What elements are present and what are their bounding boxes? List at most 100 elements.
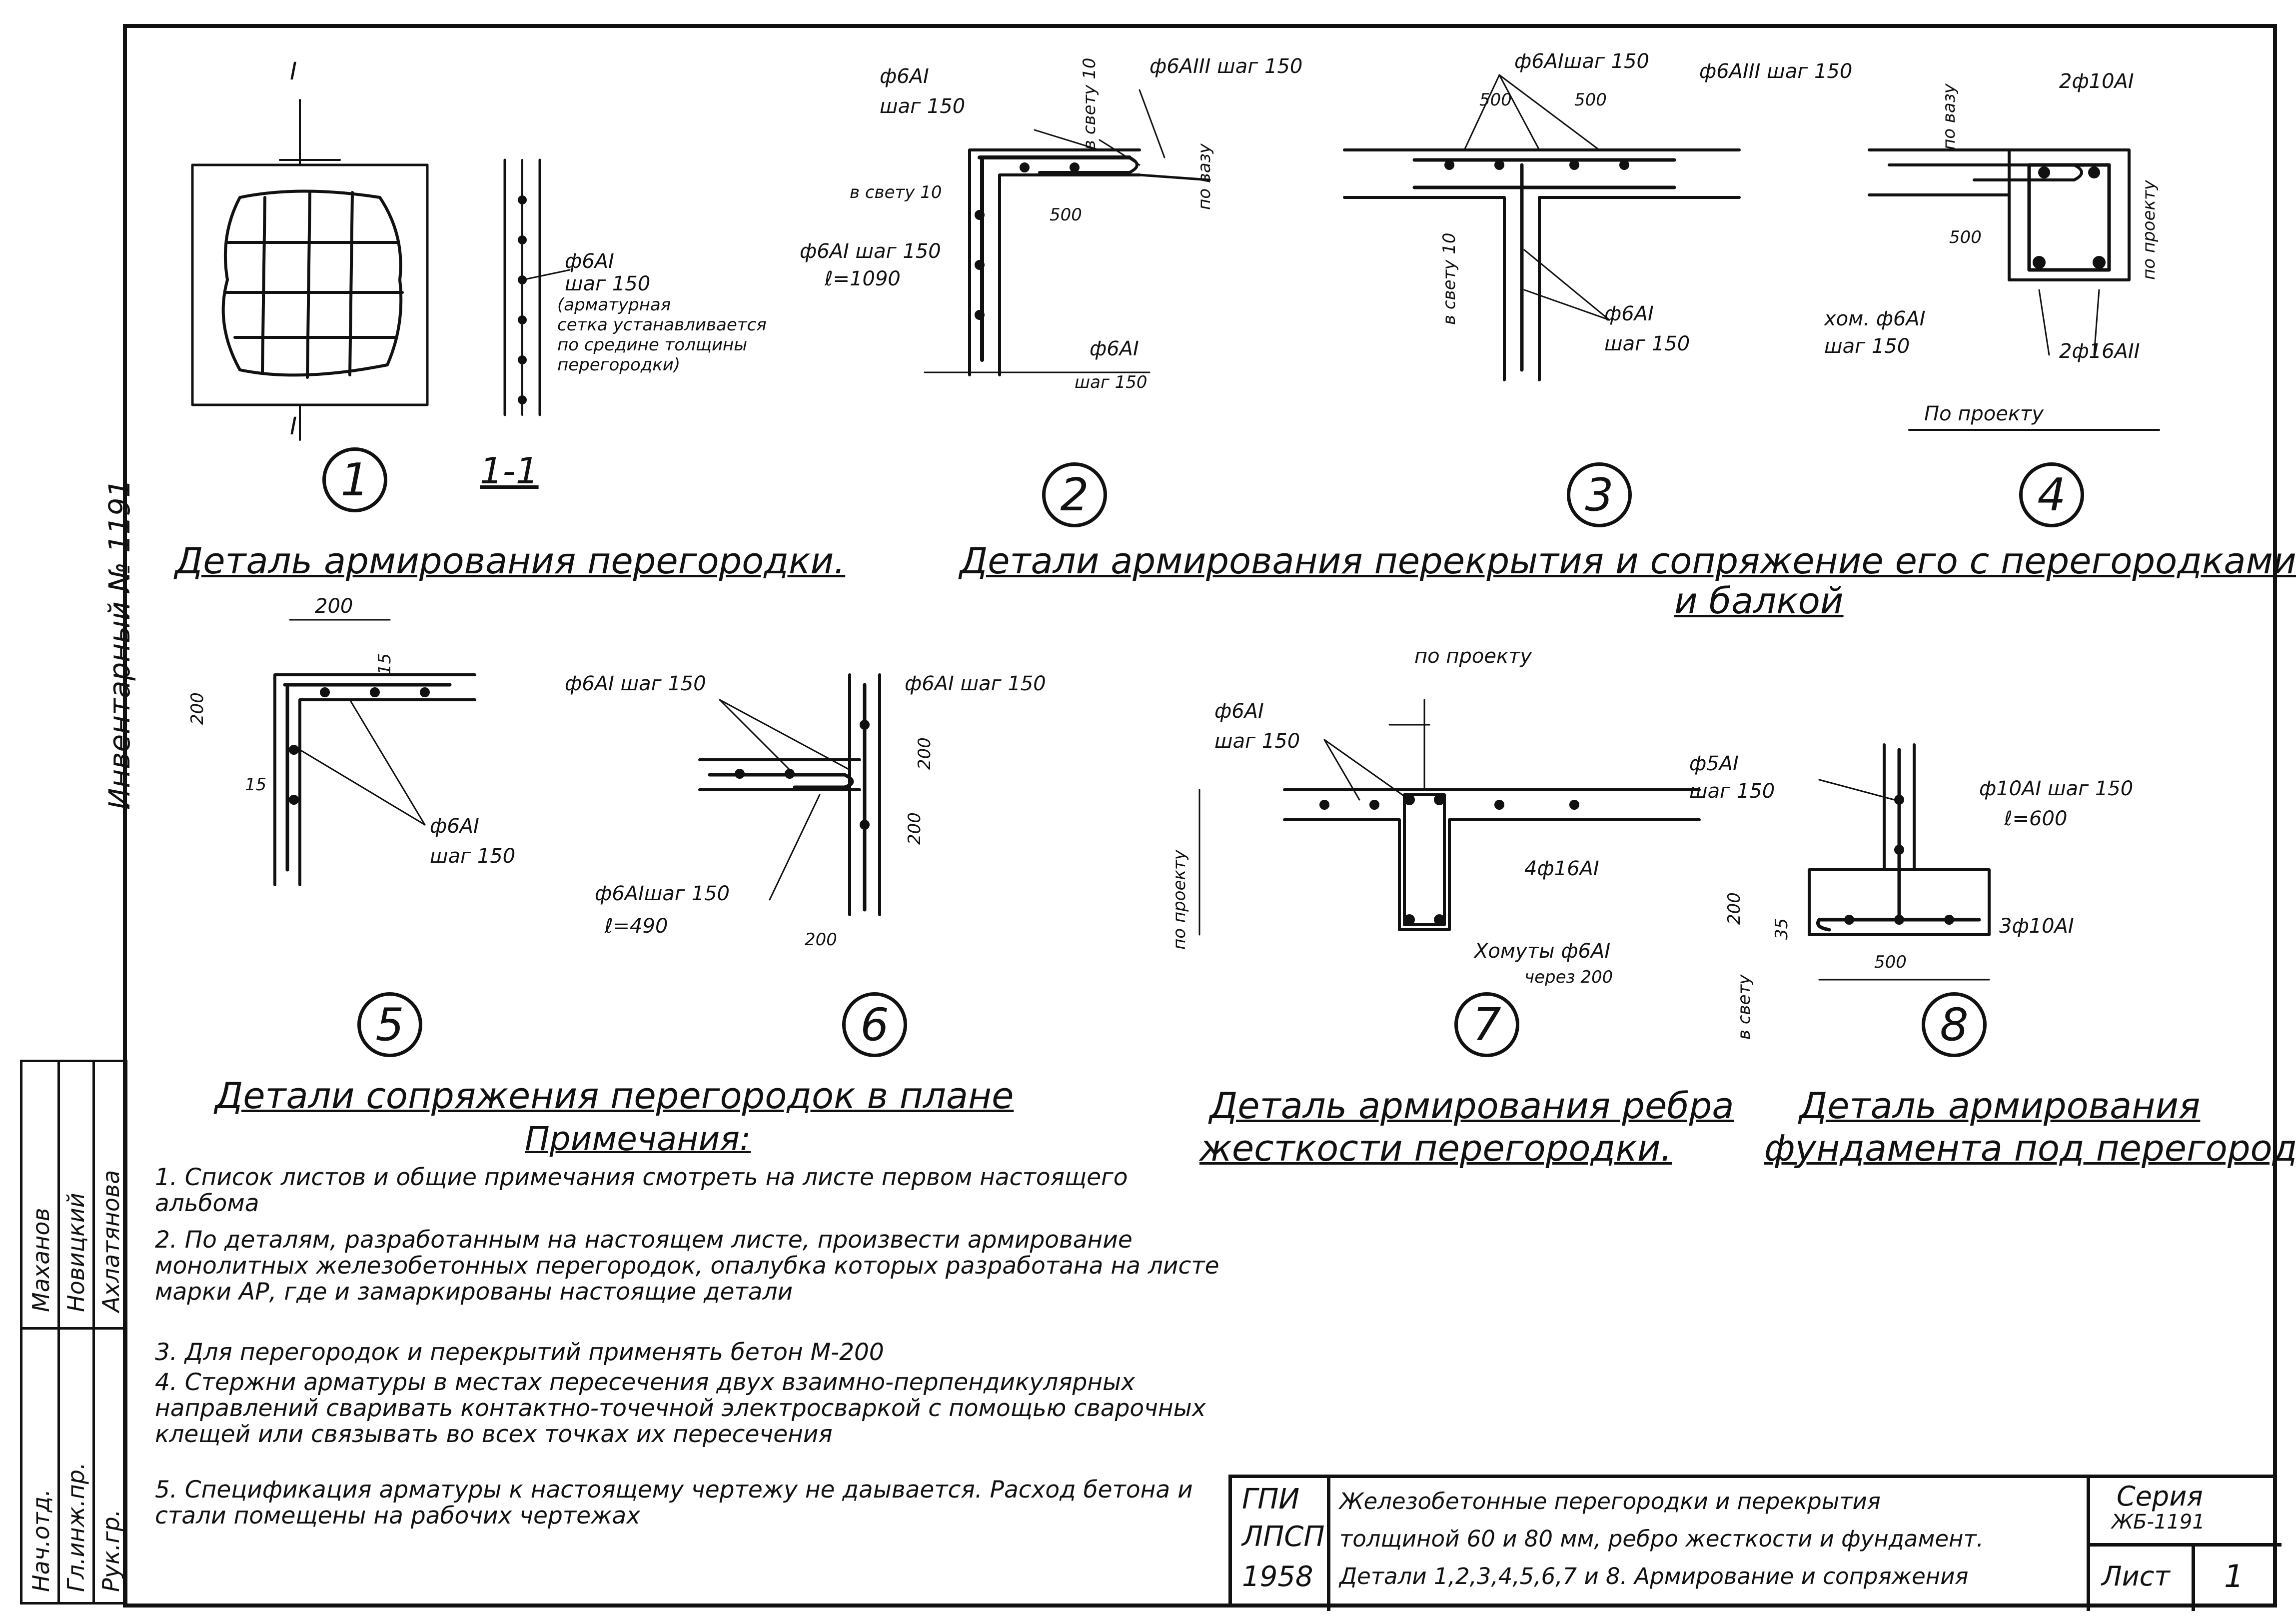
- drawing-frame: [123, 24, 2277, 1608]
- detail-8-label-9: 500: [1874, 952, 1907, 972]
- detail-4-label-4: 500: [1949, 227, 1982, 247]
- detail-8-label-5: 200: [1724, 892, 1744, 925]
- detail-5-label-3: 200: [187, 692, 207, 725]
- detail-2-label-10: в свету 10: [1080, 57, 1100, 150]
- detail-6-label-7: 200: [805, 930, 837, 950]
- detail-2-drawing: [924, 89, 1211, 376]
- detail-8-label-3: ф10АI шаг 150: [1979, 777, 2134, 800]
- note-1: 1. Список листов и общие примечания смот…: [155, 1164, 1128, 1217]
- signature-block: Нач.отд. Гл.инж.пр. Рук.гр. Маханов Нови…: [20, 1060, 127, 1605]
- detail-5-label-2: 15: [375, 653, 395, 675]
- detail-2-label-9: ф6АIII шаг 150: [1149, 55, 1303, 78]
- detail-2-label-8: шаг 150: [1075, 372, 1148, 392]
- detail-1-rebar-label: ф6АI: [565, 250, 614, 273]
- detail-3-label-6: ф6АI: [1604, 302, 1654, 325]
- detail-3-label-4: ф6АIII шаг 150: [1699, 60, 1853, 83]
- detail-7-label-6: Хомуты ф6АI: [1474, 940, 1611, 963]
- detail-4-label-2: по вазу: [1939, 83, 1959, 150]
- detail-4-label-3: по проекту: [2139, 180, 2159, 280]
- detail-3-label-2: 500: [1479, 90, 1512, 110]
- detail-2-label-1: ф6АI: [880, 65, 929, 88]
- detail-7-caption-line1: Деталь армирования ребра: [1209, 1085, 1734, 1127]
- detail-6-label-5: ф6АIшаг 150: [595, 882, 730, 905]
- org-line-1: ГПИ: [1242, 1483, 1300, 1516]
- notes-title: Примечания:: [525, 1120, 751, 1158]
- details-2-4-caption: Детали армирования перекрытия и сопряжен…: [960, 540, 2296, 582]
- detail-8-label-7: в свету: [1734, 974, 1754, 1040]
- detail-3-label-7: шаг 150: [1604, 332, 1690, 355]
- detail-2-label-11: по вазу: [1194, 143, 1214, 210]
- detail-4-label-5: хом. ф6АI: [1824, 307, 1926, 330]
- detail-5-number: 5: [357, 992, 422, 1057]
- detail-1-mesh-note-2: сетка устанавливается: [557, 315, 767, 335]
- details-2-4-caption-line2: и балкой: [1674, 580, 1844, 622]
- series-label: Серия: [2117, 1481, 2203, 1512]
- detail-2-label-6: ℓ=1090: [825, 267, 901, 290]
- series-value: ЖБ-1191: [2112, 1511, 2205, 1534]
- detail-3-label-1: ф6АIшаг 150: [1514, 50, 1649, 73]
- detail-2-label-4: 500: [1050, 205, 1082, 225]
- detail-8-label-2: шаг 150: [1689, 780, 1775, 803]
- note-2: 2. По деталям, разработанным на настояще…: [155, 1226, 1219, 1306]
- detail-5-label-6: шаг 150: [430, 845, 516, 868]
- detail-4-label-6: шаг 150: [1824, 335, 1910, 358]
- detail-1-elevation: [191, 99, 429, 441]
- detail-7-drawing: [1198, 699, 1701, 936]
- detail-5-label-4: 15: [245, 775, 267, 795]
- detail-6-label-2: ф6АI шаг 150: [905, 672, 1046, 695]
- note-4: 4. Стержни арматуры в местах пересечения…: [155, 1369, 1206, 1448]
- detail-2-label-2: шаг 150: [880, 95, 966, 118]
- detail-3-drawing: [1343, 74, 1741, 381]
- detail-4-label-1: 2ф10АI: [2059, 70, 2134, 93]
- detail-7-label-2: ф6АI: [1214, 700, 1264, 723]
- detail-3-label-5: в свету 10: [1439, 232, 1459, 325]
- title-block: ГПИ ЛПСП 1958 Железобетонные перегородки…: [1228, 1475, 2282, 1611]
- org-line-2: ЛПСП: [1242, 1521, 1325, 1553]
- detail-8-caption-line2: фундамента под перегородки.: [1764, 1127, 2296, 1169]
- detail-1-number: 1: [322, 447, 387, 512]
- detail-6-label-4: 200: [905, 812, 925, 845]
- detail-8-label-4: ℓ=600: [2004, 807, 2068, 830]
- detail-7-label-3: шаг 150: [1214, 730, 1300, 753]
- detail-2-number: 2: [1042, 462, 1107, 527]
- detail-3-number: 3: [1567, 462, 1632, 527]
- detail-7-number: 7: [1454, 992, 1519, 1057]
- cut-label-bottom: I: [290, 412, 297, 440]
- detail-8-drawing: [1808, 743, 1991, 981]
- detail-8-number: 8: [1922, 992, 1987, 1057]
- detail-8-caption-line1: Деталь армирования: [1799, 1085, 2201, 1127]
- detail-2-label-3: в свету 10: [850, 182, 942, 202]
- detail-8-label-1: ф5АI: [1689, 752, 1739, 775]
- detail-7-label-4: по проекту: [1169, 850, 1189, 950]
- detail-1-mesh-note-3: по средине толщины: [557, 335, 748, 355]
- detail-6-label-3: 200: [915, 737, 935, 770]
- detail-8-label-8: 3ф10АI: [1999, 915, 2074, 938]
- detail-2-label-7: ф6АI: [1090, 337, 1139, 360]
- detail-4-drawing: [1868, 148, 2160, 431]
- detail-8-label-6: 35: [1772, 918, 1792, 940]
- note-3: 3. Для перегородок и перекрытий применят…: [155, 1339, 884, 1366]
- detail-7-label-5: 4ф16АI: [1524, 857, 1599, 880]
- detail-5-drawing: [273, 619, 476, 886]
- detail-6-drawing: [698, 673, 881, 916]
- details-5-6-caption: Детали сопряжения перегородок в плане: [215, 1075, 1014, 1117]
- detail-7-caption-line2: жесткости перегородки.: [1199, 1127, 1672, 1169]
- detail-1-mesh-note-1: (арматурная: [557, 295, 671, 315]
- detail-1-rebar-step: шаг 150: [565, 272, 651, 295]
- detail-3-label-3: 500: [1574, 90, 1607, 110]
- section-mark: 1-1: [480, 450, 539, 492]
- detail-5-label-1: 200: [315, 595, 353, 618]
- detail-6-label-6: ℓ=490: [605, 915, 668, 938]
- detail-6-label-1: ф6АI шаг 150: [565, 672, 706, 695]
- stamp-title-line-1: Железобетонные перегородки и перекрытия: [1339, 1488, 1881, 1515]
- detail-1-section: [503, 158, 571, 416]
- cut-label-top: I: [290, 57, 297, 85]
- stamp-title-line-2: толщиной 60 и 80 мм, ребро жесткости и ф…: [1339, 1526, 1984, 1552]
- detail-2-label-5: ф6АI шаг 150: [800, 240, 941, 263]
- detail-4-label-7: 2ф16АII: [2059, 340, 2140, 363]
- sheet-label: Лист: [2102, 1561, 2170, 1592]
- detail-1-mesh-note-4: перегородки): [557, 355, 681, 375]
- sheet-number: 1: [2224, 1558, 2244, 1595]
